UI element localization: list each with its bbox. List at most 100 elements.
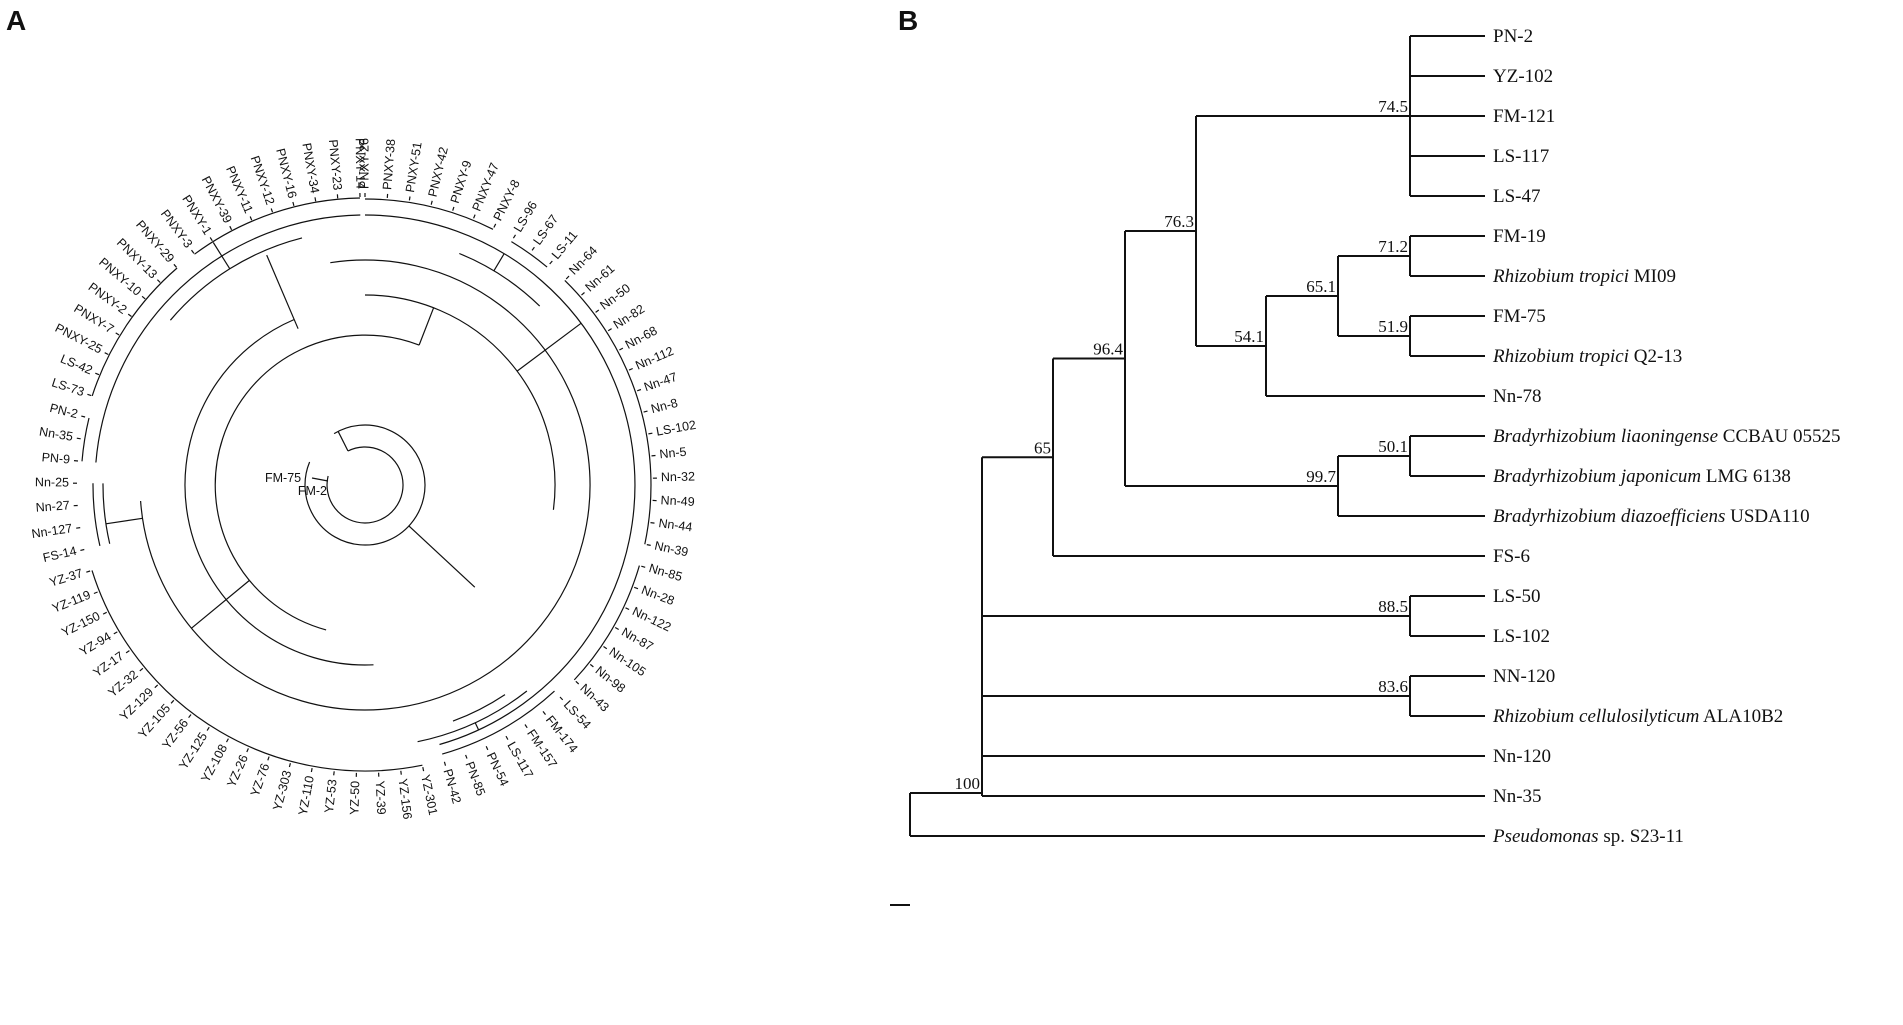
- leaf-tick: [127, 313, 132, 317]
- bootstrap-value: 76.3: [1164, 212, 1194, 231]
- clade-arc: [442, 690, 555, 755]
- bootstrap-value: 65.1: [1306, 277, 1336, 296]
- leaf-label: Nn-5: [659, 445, 687, 462]
- leaf-tick: [430, 200, 433, 205]
- leaf-tick: [267, 756, 270, 761]
- leaf-tick: [139, 667, 144, 672]
- leaf-label: Nn-27: [35, 498, 70, 514]
- leaf-tick: [86, 570, 91, 573]
- clade-arc: [91, 570, 423, 772]
- bootstrap-value: 71.2: [1378, 237, 1408, 256]
- leaf-label: Nn-25: [35, 475, 69, 489]
- leaf-tick: [607, 328, 612, 332]
- leaf-tick: [625, 607, 630, 611]
- leaf-label: Pseudomonas sp. S23-11: [1492, 826, 1684, 847]
- leaf-label: LS-96: [511, 199, 540, 235]
- leaf-tick: [531, 246, 535, 251]
- panel-letter-a: A: [6, 5, 26, 36]
- leaf-label: YZ-76: [248, 761, 273, 798]
- leaf-tick: [191, 249, 195, 254]
- leaf-tick: [465, 754, 468, 759]
- leaf-label: PNXY-16: [273, 147, 299, 200]
- leaf-label: Nn-28: [639, 583, 676, 608]
- leaf-tick: [170, 699, 175, 704]
- leaf-tick: [505, 735, 509, 740]
- tree-branch: [493, 253, 505, 272]
- clade-arc: [573, 565, 640, 681]
- tree-branch: [474, 722, 480, 731]
- leaf-tick: [637, 388, 642, 392]
- leaf-label: LS-47: [1493, 186, 1541, 207]
- leaf-label: YZ-110: [296, 775, 317, 817]
- tree-branch: [191, 580, 250, 629]
- leaf-label: NN-120: [1493, 666, 1555, 687]
- leaf-tick: [95, 372, 100, 376]
- leaf-tick: [619, 347, 624, 351]
- tree-branch: [105, 517, 143, 525]
- leaf-tick: [581, 292, 585, 296]
- tree-branch: [516, 322, 582, 372]
- leaf-tick: [225, 738, 229, 743]
- bootstrap-value: 99.7: [1306, 467, 1336, 486]
- leaf-label: Nn-127: [31, 521, 74, 541]
- leaf-label: YZ-102: [1493, 66, 1553, 87]
- leaf-label: Bradyrhizobium liaoningense CCBAU 05525: [1493, 426, 1840, 447]
- leaf-tick: [81, 415, 86, 418]
- leaf-tick: [443, 761, 447, 766]
- bootstrap-value: 50.1: [1378, 437, 1408, 456]
- clade-arc: [140, 259, 591, 711]
- leaf-tick: [400, 770, 402, 775]
- leaf-tick: [628, 367, 633, 371]
- leaf-label-strain: sp. S23-11: [1599, 826, 1684, 847]
- root-label-fm75: FM-75: [265, 471, 301, 485]
- leaf-tick: [549, 260, 553, 265]
- leaf-tick: [542, 711, 546, 715]
- leaf-tick: [648, 432, 653, 435]
- leaf-label-strain: MI09: [1629, 266, 1676, 287]
- leaf-tick: [512, 234, 517, 239]
- bootstrap-value: 65: [1034, 438, 1051, 457]
- leaf-label: Nn-112: [633, 344, 675, 373]
- leaf-tick: [643, 410, 648, 413]
- leaf-label: YZ-37: [48, 566, 85, 590]
- leaf-label-species: Bradyrhizobium diazoefficiens: [1493, 506, 1725, 527]
- leaf-label: PN-2: [48, 401, 79, 421]
- leaf-label: YZ-53: [322, 778, 340, 813]
- leaf-tick: [603, 646, 608, 650]
- clade-arc: [102, 483, 111, 544]
- clade-arc: [184, 318, 374, 666]
- leaf-label: PNXY-26: [357, 138, 371, 189]
- leaf-label: Nn-47: [642, 370, 679, 394]
- leaf-tick: [646, 544, 651, 546]
- leaf-tick: [292, 201, 295, 207]
- leaf-label: YZ-156: [396, 778, 415, 820]
- leaf-tick: [524, 724, 528, 729]
- leaf-label-strain: ALA10B2: [1699, 706, 1783, 727]
- leaf-label: LS-117: [504, 739, 536, 780]
- leaf-tick: [565, 275, 570, 280]
- clade-arc: [364, 198, 494, 230]
- bootstrap-value: 54.1: [1234, 327, 1264, 346]
- root-arc: [326, 446, 404, 524]
- leaf-label: PNXY-9: [448, 159, 475, 205]
- leaf-label: LS-117: [1493, 146, 1549, 167]
- leaf-label-species: Bradyrhizobium liaoningense: [1493, 426, 1718, 447]
- leaf-tick: [87, 393, 92, 397]
- bootstrap-value: 100: [955, 774, 981, 793]
- leaf-label: Rhizobium cellulosilyticum ALA10B2: [1492, 706, 1783, 727]
- leaf-tick: [125, 650, 130, 654]
- leaf-label: Rhizobium tropici Q2-13: [1492, 346, 1682, 367]
- tree-branch: [212, 242, 231, 270]
- leaf-label-species: Rhizobium cellulosilyticum: [1492, 706, 1699, 727]
- leaf-label: PNXY-38: [380, 138, 398, 190]
- clade-arc: [92, 483, 101, 547]
- leaf-tick: [422, 766, 425, 772]
- linear-phylogenetic-tree: PN-2YZ-102FM-121LS-117LS-47FM-19Rhizobiu…: [890, 26, 1840, 906]
- panel-letter-b: B: [898, 5, 918, 36]
- leaf-label: FS-6: [1493, 546, 1530, 567]
- leaf-label-species: Rhizobium tropici: [1492, 266, 1629, 287]
- leaf-label: Nn-8: [649, 396, 679, 416]
- leaf-label: YZ-39: [373, 780, 389, 815]
- leaf-tick: [485, 746, 489, 751]
